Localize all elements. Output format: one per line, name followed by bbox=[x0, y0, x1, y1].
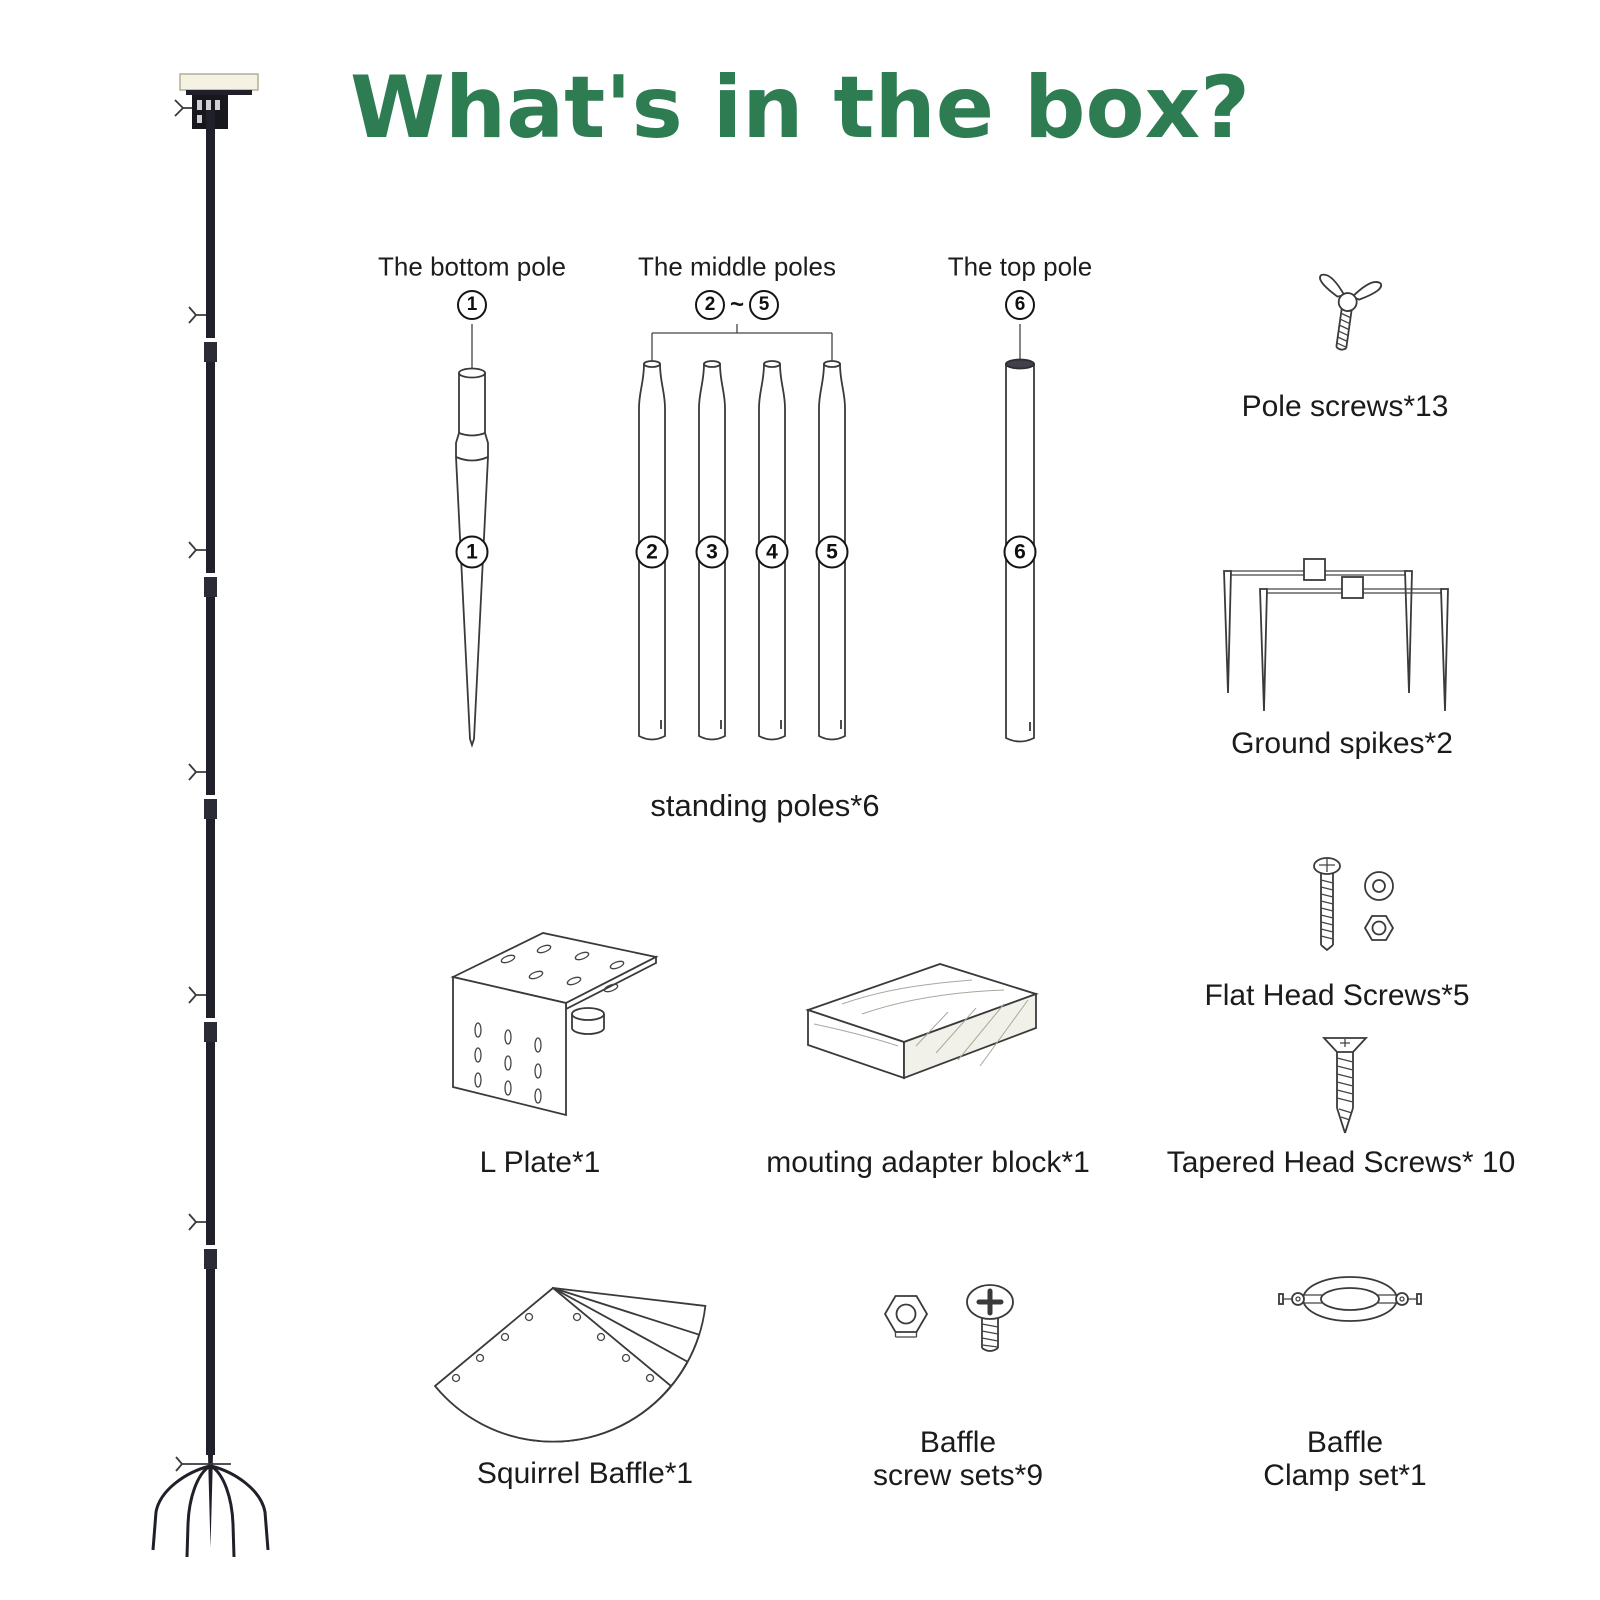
squirrel-baffle-caption: Squirrel Baffle*1 bbox=[476, 1457, 694, 1490]
adapter-block-caption: mouting adapter block*1 bbox=[766, 1146, 1090, 1179]
pole-number-marker-2: 2 bbox=[635, 535, 669, 569]
flat-head-screw-icon bbox=[1313, 857, 1341, 952]
pole-number-marker-4: 4 bbox=[755, 535, 789, 569]
baffle-screws-caption-line2: screw sets*9 bbox=[872, 1459, 1044, 1492]
clamp-bolt-left bbox=[1278, 1292, 1305, 1306]
bottom-pole-number: 1 bbox=[457, 290, 487, 320]
pole-number-marker-5: 5 bbox=[815, 535, 849, 569]
middle-poles-label: The middle poles bbox=[638, 251, 836, 282]
l-plate-drawing bbox=[450, 932, 659, 1117]
range-to-number: 5 bbox=[749, 290, 780, 320]
top-pole-number: 6 bbox=[1005, 290, 1035, 320]
ground-spike-base bbox=[151, 1455, 270, 1558]
wing-screw-icon bbox=[1319, 273, 1383, 351]
baffle-screw-set-drawing bbox=[883, 1284, 1014, 1352]
pole-number-marker-1: 1 bbox=[455, 535, 489, 569]
tapered-head-screw-drawing bbox=[1321, 1037, 1369, 1134]
baffle-clamp-caption-line1: Baffle bbox=[1306, 1426, 1384, 1459]
pole-segments bbox=[206, 110, 215, 1455]
plate-slots bbox=[474, 944, 625, 1104]
baffle-clamp-caption-line2: Clamp set*1 bbox=[1263, 1459, 1427, 1492]
pole-label-connector-lines bbox=[471, 324, 1021, 371]
baffle-rivet-holes bbox=[451, 1312, 655, 1383]
assembled-pole-illustration bbox=[151, 73, 270, 1558]
ground-spikes-drawing bbox=[1223, 558, 1449, 712]
l-plate-caption: L Plate*1 bbox=[479, 1146, 601, 1179]
page-title: What's in the box? bbox=[350, 58, 1250, 158]
adapter-block-drawing bbox=[805, 963, 1039, 1080]
feeder-cap bbox=[179, 73, 259, 91]
pole-screws-drawing bbox=[1319, 273, 1383, 351]
ground-spikes-caption: Ground spikes*2 bbox=[1231, 727, 1453, 760]
standing-poles-caption: standing poles*6 bbox=[650, 788, 880, 823]
baffle-screws-caption-line1: Baffle bbox=[919, 1426, 997, 1459]
clamp-bolt-right bbox=[1395, 1292, 1422, 1306]
wood-grain-lines bbox=[813, 979, 1029, 1067]
ground-spike-back bbox=[1223, 558, 1413, 694]
baffle-clamp-drawing bbox=[1278, 1276, 1422, 1322]
range-tilde: ~ bbox=[729, 291, 745, 318]
hex-nut-icon bbox=[1363, 915, 1395, 941]
top-pole-label: The top pole bbox=[947, 251, 1093, 282]
baffle-screw-icon bbox=[966, 1284, 1014, 1352]
tapered-head-screws-caption: Tapered Head Screws* 10 bbox=[1166, 1146, 1516, 1179]
ground-spike-front bbox=[1259, 576, 1449, 712]
squirrel-baffle-drawing bbox=[433, 1286, 707, 1443]
bottom-pole-label: The bottom pole bbox=[378, 251, 566, 282]
baffle-nut-icon bbox=[883, 1295, 929, 1338]
pole-number-marker-3: 3 bbox=[695, 535, 729, 569]
flat-head-screws-drawing bbox=[1313, 857, 1395, 952]
range-from-number: 2 bbox=[694, 290, 725, 320]
flat-head-screws-caption: Flat Head Screws*5 bbox=[1204, 979, 1470, 1012]
pole-screws-caption: Pole screws*13 bbox=[1241, 390, 1449, 423]
wing-screw-marks bbox=[188, 306, 206, 1231]
pole-number-marker-6: 6 bbox=[1003, 535, 1037, 569]
middle-poles-number-range: 2 ~ 5 bbox=[694, 290, 780, 320]
baffle-panels bbox=[433, 1286, 707, 1443]
washer-icon bbox=[1364, 871, 1394, 901]
